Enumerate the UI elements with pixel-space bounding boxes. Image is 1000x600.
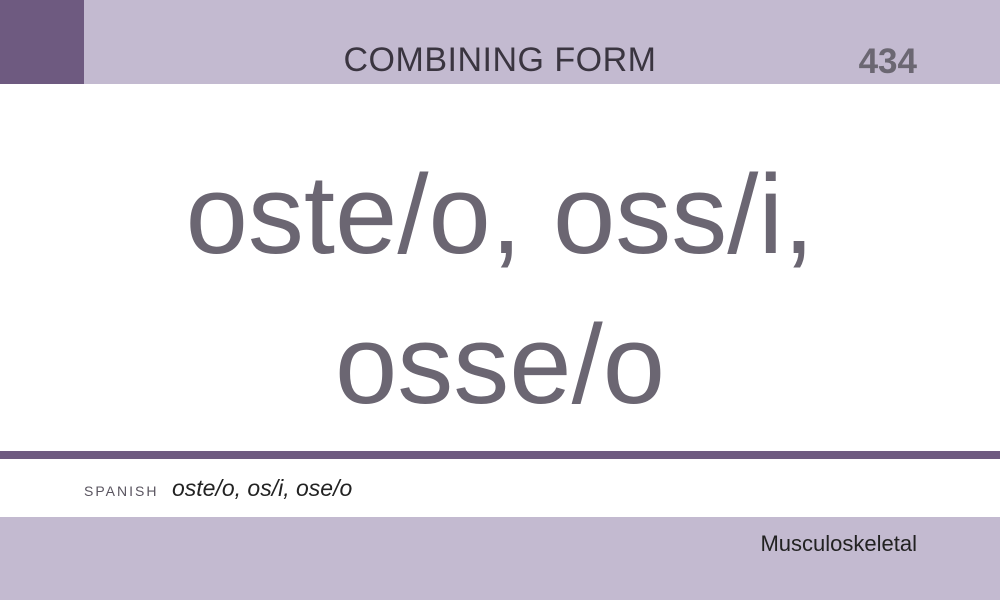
card-number: 434	[858, 42, 917, 81]
term-line-2: osse/o	[335, 302, 665, 427]
divider	[0, 451, 1000, 459]
footer-band: Musculoskeletal	[0, 517, 1000, 600]
term-line-1: oste/o, oss/i,	[185, 152, 815, 277]
translation-row: SPANISH oste/o, os/i, ose/o	[0, 459, 1000, 517]
language-label: SPANISH	[84, 483, 159, 499]
corner-accent-block	[0, 0, 84, 84]
header-band: COMBINING FORM 434	[0, 0, 1000, 84]
category-label: Musculoskeletal	[760, 531, 917, 556]
translation-text: oste/o, os/i, ose/o	[172, 475, 353, 501]
term: oste/o, oss/i, osse/o	[0, 140, 1000, 440]
card-type-title: COMBINING FORM	[343, 41, 657, 79]
